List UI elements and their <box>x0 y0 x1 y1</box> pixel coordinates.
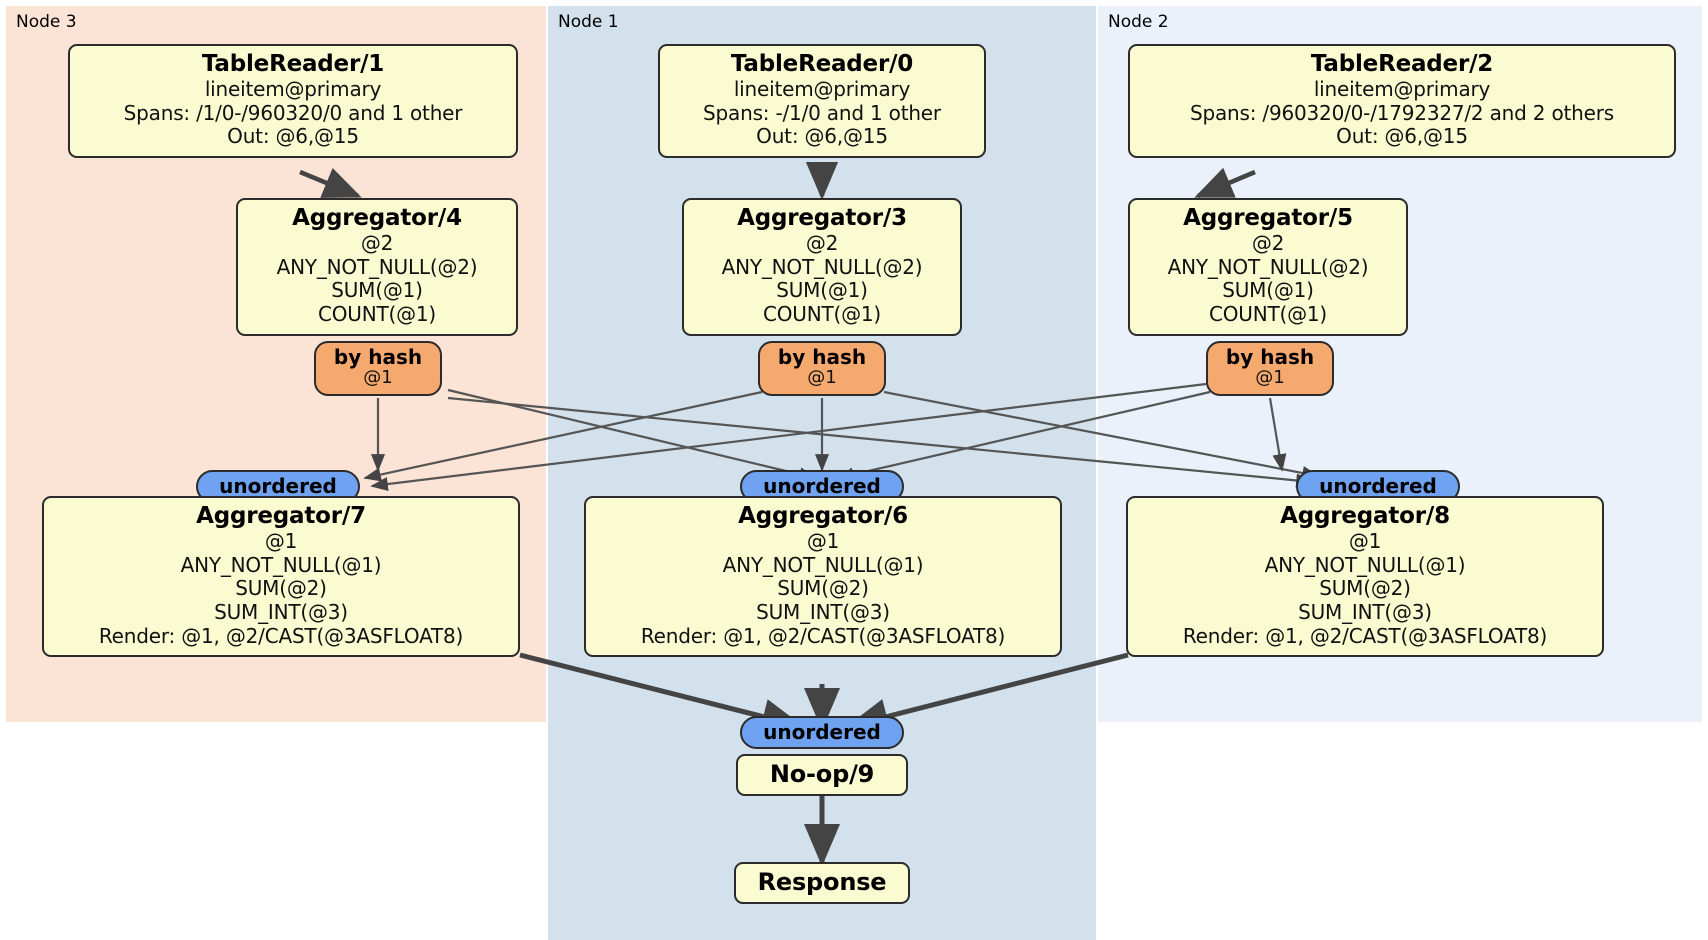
processor-detail: ANY_NOT_NULL(@1) <box>180 552 382 577</box>
processor-detail: @1 <box>806 529 840 554</box>
processor-detail: @1 <box>1348 529 1382 554</box>
processor-detail: Render: @1, @2/CAST(@3ASFLOAT8) <box>640 623 1006 648</box>
processor-aggregator-3[interactable]: Aggregator/3 @2 ANY_NOT_NULL(@2) SUM(@1)… <box>682 198 962 336</box>
hash-router-right[interactable]: by hash @1 <box>1206 341 1334 396</box>
hash-router-left[interactable]: by hash @1 <box>314 341 442 396</box>
node-label-node1: Node 1 <box>558 12 619 32</box>
router-type-label: by hash <box>333 345 423 369</box>
processor-aggregator-4[interactable]: Aggregator/4 @2 ANY_NOT_NULL(@2) SUM(@1)… <box>236 198 518 336</box>
processor-aggregator-8[interactable]: Aggregator/8 @1 ANY_NOT_NULL(@1) SUM(@2)… <box>1126 496 1604 658</box>
node-label-node2: Node 2 <box>1108 12 1169 32</box>
processor-detail: SUM(@1) <box>776 278 868 303</box>
processor-detail: SUM_INT(@3) <box>1298 599 1432 624</box>
processor-detail: lineitem@primary <box>733 77 911 102</box>
node-label-node3: Node 3 <box>16 12 77 32</box>
processor-detail: COUNT(@1) <box>317 301 437 326</box>
processor-title: Aggregator/8 <box>1280 503 1450 529</box>
hash-router-mid[interactable]: by hash @1 <box>758 341 886 396</box>
processor-tablereader-1[interactable]: TableReader/1 lineitem@primary Spans: /1… <box>68 44 518 158</box>
processor-title: Response <box>757 868 887 896</box>
processor-detail: Spans: /960320/0-/1792327/2 and 2 others <box>1189 100 1614 125</box>
processor-aggregator-7[interactable]: Aggregator/7 @1 ANY_NOT_NULL(@1) SUM(@2)… <box>42 496 520 658</box>
processor-title: TableReader/2 <box>1310 51 1494 77</box>
processor-detail: Spans: -/1/0 and 1 other <box>703 100 941 125</box>
processor-detail: ANY_NOT_NULL(@1) <box>1264 552 1466 577</box>
processor-detail: @2 <box>360 231 394 256</box>
processor-detail: ANY_NOT_NULL(@2) <box>721 254 923 279</box>
synchronizer-label: unordered <box>763 474 881 498</box>
processor-detail: @2 <box>805 231 839 256</box>
processor-detail: lineitem@primary <box>1313 77 1491 102</box>
processor-title: Aggregator/7 <box>196 503 366 529</box>
synchronizer-label: unordered <box>763 720 881 744</box>
processor-detail: Spans: /1/0-/960320/0 and 1 other <box>123 100 463 125</box>
unordered-synchronizer-final[interactable]: unordered <box>740 716 904 750</box>
processor-title: Aggregator/6 <box>738 503 908 529</box>
router-column-label: @1 <box>807 367 837 389</box>
processor-detail: lineitem@primary <box>204 77 382 102</box>
processor-aggregator-5[interactable]: Aggregator/5 @2 ANY_NOT_NULL(@2) SUM(@1)… <box>1128 198 1408 336</box>
processor-tablereader-2[interactable]: TableReader/2 lineitem@primary Spans: /9… <box>1128 44 1676 158</box>
processor-detail: @2 <box>1251 231 1285 256</box>
synchronizer-label: unordered <box>1319 474 1437 498</box>
processor-title: TableReader/0 <box>730 51 914 77</box>
router-type-label: by hash <box>1225 345 1315 369</box>
processor-detail: Out: @6,@15 <box>227 124 359 149</box>
processor-detail: SUM(@2) <box>777 576 869 601</box>
processor-detail: SUM(@2) <box>1319 576 1411 601</box>
processor-title: Aggregator/5 <box>1183 205 1353 231</box>
processor-response[interactable]: Response <box>734 862 910 904</box>
processor-detail: SUM(@1) <box>331 278 423 303</box>
processor-detail: SUM(@1) <box>1222 278 1314 303</box>
router-type-label: by hash <box>777 345 867 369</box>
processor-detail: ANY_NOT_NULL(@2) <box>1167 254 1369 279</box>
processor-detail: Out: @6,@15 <box>756 124 888 149</box>
processor-detail: COUNT(@1) <box>1208 301 1328 326</box>
processor-detail: COUNT(@1) <box>762 301 882 326</box>
processor-detail: Render: @1, @2/CAST(@3ASFLOAT8) <box>1182 623 1548 648</box>
processor-title: Aggregator/3 <box>737 205 907 231</box>
router-column-label: @1 <box>1255 367 1285 389</box>
processor-detail: ANY_NOT_NULL(@2) <box>276 254 478 279</box>
processor-aggregator-6[interactable]: Aggregator/6 @1 ANY_NOT_NULL(@1) SUM(@2)… <box>584 496 1062 658</box>
processor-tablereader-0[interactable]: TableReader/0 lineitem@primary Spans: -/… <box>658 44 986 158</box>
processor-detail: Out: @6,@15 <box>1336 124 1468 149</box>
synchronizer-label: unordered <box>219 474 337 498</box>
processor-title: No-op/9 <box>769 760 875 788</box>
processor-detail: SUM(@2) <box>235 576 327 601</box>
processor-detail: ANY_NOT_NULL(@1) <box>722 552 924 577</box>
processor-noop-9[interactable]: No-op/9 <box>736 754 908 796</box>
processor-detail: Render: @1, @2/CAST(@3ASFLOAT8) <box>98 623 464 648</box>
processor-title: Aggregator/4 <box>292 205 462 231</box>
processor-title: TableReader/1 <box>201 51 385 77</box>
processor-detail: @1 <box>264 529 298 554</box>
router-column-label: @1 <box>363 367 393 389</box>
processor-detail: SUM_INT(@3) <box>756 599 890 624</box>
processor-detail: SUM_INT(@3) <box>214 599 348 624</box>
